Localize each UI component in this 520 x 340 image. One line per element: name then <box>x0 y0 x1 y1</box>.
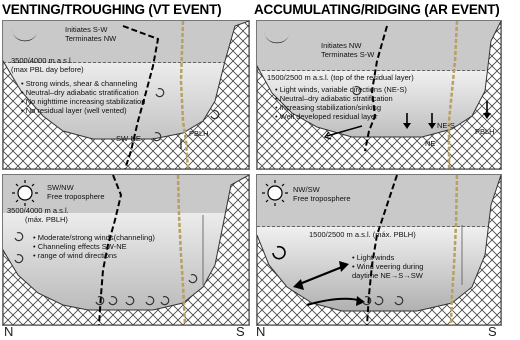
khaki-profile-line <box>447 21 459 169</box>
panel-ar-night: Initiates NW Terminates S-W 1500/2500 m … <box>256 20 502 170</box>
terminates-label: Terminates S-W <box>321 50 375 59</box>
bullet-item: Well developed residual layer <box>275 112 407 121</box>
eddy-icon <box>394 296 404 306</box>
black-profile-line <box>364 25 388 152</box>
wind-arrow <box>323 131 332 140</box>
panel-vt-day: SW/NW Free troposphere 3500/4000 m a.s.l… <box>2 174 250 326</box>
pblh-label: PBLH <box>475 127 495 136</box>
height-note: (máx. PBLH) <box>25 215 68 224</box>
free-troposphere-label: Free troposphere <box>47 192 105 201</box>
height-label: 3500/4000 m a.s.l. <box>11 56 73 65</box>
vt-event-title: VENTING/TROUGHING (VT EVENT) <box>2 2 222 17</box>
bullet-item: Strong winds, shear & channeling <box>21 79 145 88</box>
free-troposphere-label: Free troposphere <box>293 194 351 203</box>
ne-label: NE <box>425 139 436 148</box>
eddy-icon <box>362 296 372 306</box>
axis-label-s-right: S <box>488 324 497 339</box>
khaki-profile-line <box>179 21 190 169</box>
eddy-icon <box>210 110 220 120</box>
bullet-item: range of wind directions <box>33 251 155 260</box>
sinking-arrow <box>483 113 491 119</box>
vt-day-diagram <box>3 175 249 325</box>
flow-label: NW/SW <box>293 185 320 194</box>
eddy-icon <box>188 274 198 284</box>
sun-icon <box>262 180 288 206</box>
initiates-label: Initiates NW <box>321 41 362 50</box>
eddy-icon <box>125 296 135 306</box>
height-label: 1500/2500 m a.s.l. (máx. PBLH) <box>309 230 416 239</box>
eddy-icon <box>14 232 24 242</box>
panel-ar-day: NW/SW Free troposphere 1500/2500 m a.s.l… <box>256 174 502 326</box>
flow-label: SW/NW <box>47 183 74 192</box>
initiates-label: Initiates S-W <box>65 25 108 34</box>
sinking-arrow <box>403 123 411 129</box>
valley-terrain <box>257 175 501 325</box>
eddy-icon <box>145 296 155 306</box>
bullet-item: Light winds, variable directions (NE-S) <box>275 85 407 94</box>
bullet-item: Wind veering during daytime NE→S→SW <box>352 262 442 280</box>
bullet-item: No residual layer (well vented) <box>21 106 145 115</box>
pblh-label: PBLH <box>189 129 209 138</box>
wind-direction-label: SW-NE <box>116 134 141 143</box>
eddy-icon <box>155 88 165 98</box>
height-label: 1500/2500 m a.s.l. (top of the residual … <box>267 73 414 82</box>
eddy-icon <box>95 296 105 306</box>
eddy-icon <box>108 296 118 306</box>
axis-label-s-mid: S <box>236 324 245 339</box>
ne-s-label: NE-S <box>437 121 455 130</box>
bullet-item: No nighttime increasing stabilization <box>21 97 146 106</box>
khaki-profile-line <box>176 175 187 325</box>
panel-vt-night: Initiates S-W Terminates NW 3500/4000 m … <box>2 20 250 170</box>
bullet-list: Light winds, variable directions (NE-S) … <box>275 85 407 121</box>
terminates-label: Terminates NW <box>65 34 117 43</box>
sun-icon <box>12 180 38 206</box>
eddy-icon <box>152 132 162 142</box>
black-profile-line <box>366 175 398 325</box>
eddy-icon <box>160 296 170 306</box>
khaki-profile-line <box>449 175 459 325</box>
bullet-list: Moderate/strong winds(channeling) Channe… <box>33 233 155 260</box>
bullet-list: Strong winds, shear & channeling Neutral… <box>21 79 146 115</box>
height-label: 3500/4000 m a.s.l. <box>7 206 69 215</box>
bullet-item: Increasing stabilization/sinking <box>275 103 407 112</box>
bullet-list: Light winds Wind veering during daytime … <box>352 253 442 280</box>
bullet-item: Channeling effects SW-NE <box>33 242 155 251</box>
axis-label-n-left: N <box>4 324 14 339</box>
wind-arrow <box>293 279 304 290</box>
bullet-item: Neutral–dry adiabatic stratification <box>275 94 407 103</box>
ar-event-title: ACCUMULATING/RIDGING (AR EVENT) <box>254 2 500 17</box>
sinking-arrow <box>428 123 436 129</box>
height-note: (max PBL day before) <box>11 65 84 74</box>
eddy-icon <box>14 254 24 264</box>
axis-label-n-mid: N <box>256 324 266 339</box>
eddy-icon <box>374 296 384 306</box>
bullet-item: Moderate/strong winds(channeling) <box>33 233 155 242</box>
eddy-icon <box>272 245 286 260</box>
bullet-item: Light winds <box>352 253 442 262</box>
bullet-item: Neutral–dry adiabatic stratification <box>21 88 145 97</box>
